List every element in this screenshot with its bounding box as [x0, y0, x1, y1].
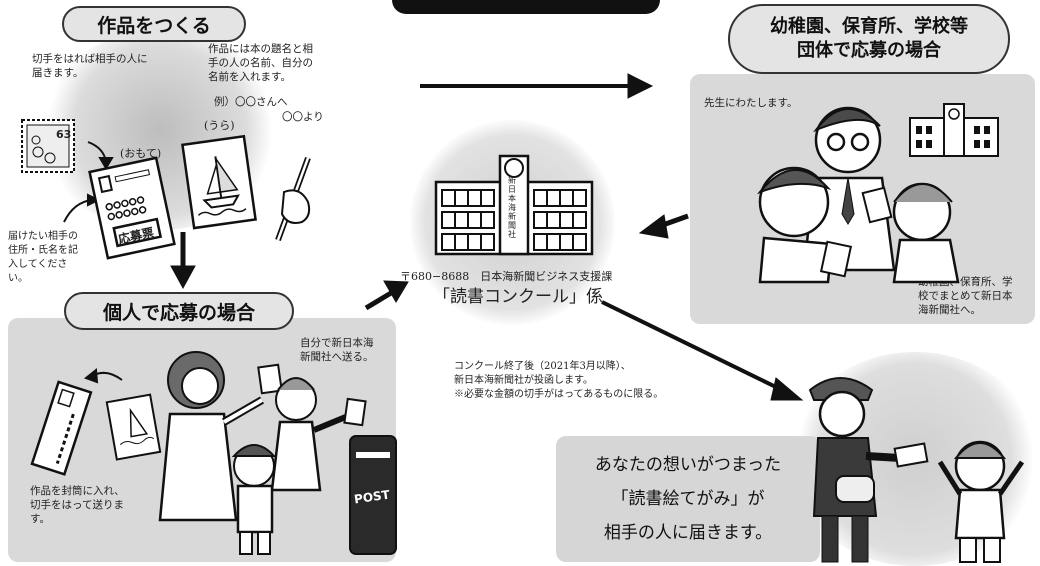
final-line2: 「読書絵てがみ」が	[611, 489, 765, 509]
title-make: 作品をつくる	[62, 6, 246, 42]
curved-arrow-envelope	[86, 370, 122, 382]
after-note-line3: ※必要な金額の切手がはってあるものに限る。	[454, 389, 664, 400]
after-note-line2: 新日本海新聞社が投函します。	[454, 375, 593, 386]
postcard-front-illustration	[92, 160, 172, 256]
top-tab	[392, 0, 660, 14]
envelope-illustration	[24, 382, 174, 478]
address-line: 〒680−8688 日本海新聞ビジネス支援課	[400, 270, 613, 283]
address-note: 届けたい相手の 住所・氏名を記 入してくださ い。	[8, 231, 78, 284]
curved-arrow-address	[64, 195, 98, 222]
envelope-note: 作品を封筒に入れ、 切手をはって送りま す。	[30, 485, 125, 525]
postman-child-illustration	[800, 366, 1038, 566]
final-message-panel	[556, 436, 820, 562]
teacher-children-illustration	[744, 94, 974, 284]
teacher-note: 先生にわたします。	[704, 97, 798, 109]
example-line2: 〇〇より	[282, 111, 324, 123]
example-line1: 例）〇〇さんへ	[214, 96, 288, 108]
final-line1: あなたの想いがつまった	[594, 455, 782, 475]
curved-arrow-stamp	[88, 142, 112, 168]
arrow-to-center-left	[366, 281, 408, 308]
arrow-to-bottom-right	[602, 302, 802, 400]
arrow-down-left	[171, 232, 195, 288]
label-back: (うら)	[204, 119, 235, 132]
work-note: 作品には本の題名と相 手の人の名前、自分の 名前を入れます。	[208, 43, 313, 83]
title-individual: 個人で応募の場合	[64, 292, 294, 330]
title-group-line1: 幼稚園、保育所、学校等	[770, 16, 968, 37]
title-group-line2: 団体で応募の場合	[797, 40, 941, 61]
postcard-back-illustration	[182, 136, 258, 228]
arrow-to-center-right	[640, 215, 688, 238]
stamp-illustration	[20, 118, 78, 176]
pen-hand-illustration	[262, 152, 322, 248]
contest-desk: 「読書コンクール」係	[433, 287, 603, 307]
title-group: 幼稚園、保育所、学校等 団体で応募の場合	[728, 4, 1010, 74]
newspaper-building-illustration	[430, 152, 598, 258]
after-note-line1: コンクール終了後（2021年3月以降）、	[454, 361, 631, 372]
school-illustration	[904, 102, 1004, 158]
building-sign: 新日本海新聞社	[508, 176, 516, 239]
family-illustration	[150, 340, 400, 566]
label-front: (おもて)	[120, 147, 162, 160]
final-line3: 相手の人に届きます。	[603, 523, 773, 543]
stamp-note: 切手をはれば相手の人に 届きます。	[32, 53, 148, 79]
arrow-top-right	[420, 74, 652, 98]
individual-send-note: 自分で新日本海 新聞社へ送る。	[300, 337, 374, 363]
final-message: あなたの想いがつまった 「読書絵てがみ」が 相手の人に届きます。	[556, 448, 820, 550]
stamp-value: 63	[56, 128, 72, 141]
